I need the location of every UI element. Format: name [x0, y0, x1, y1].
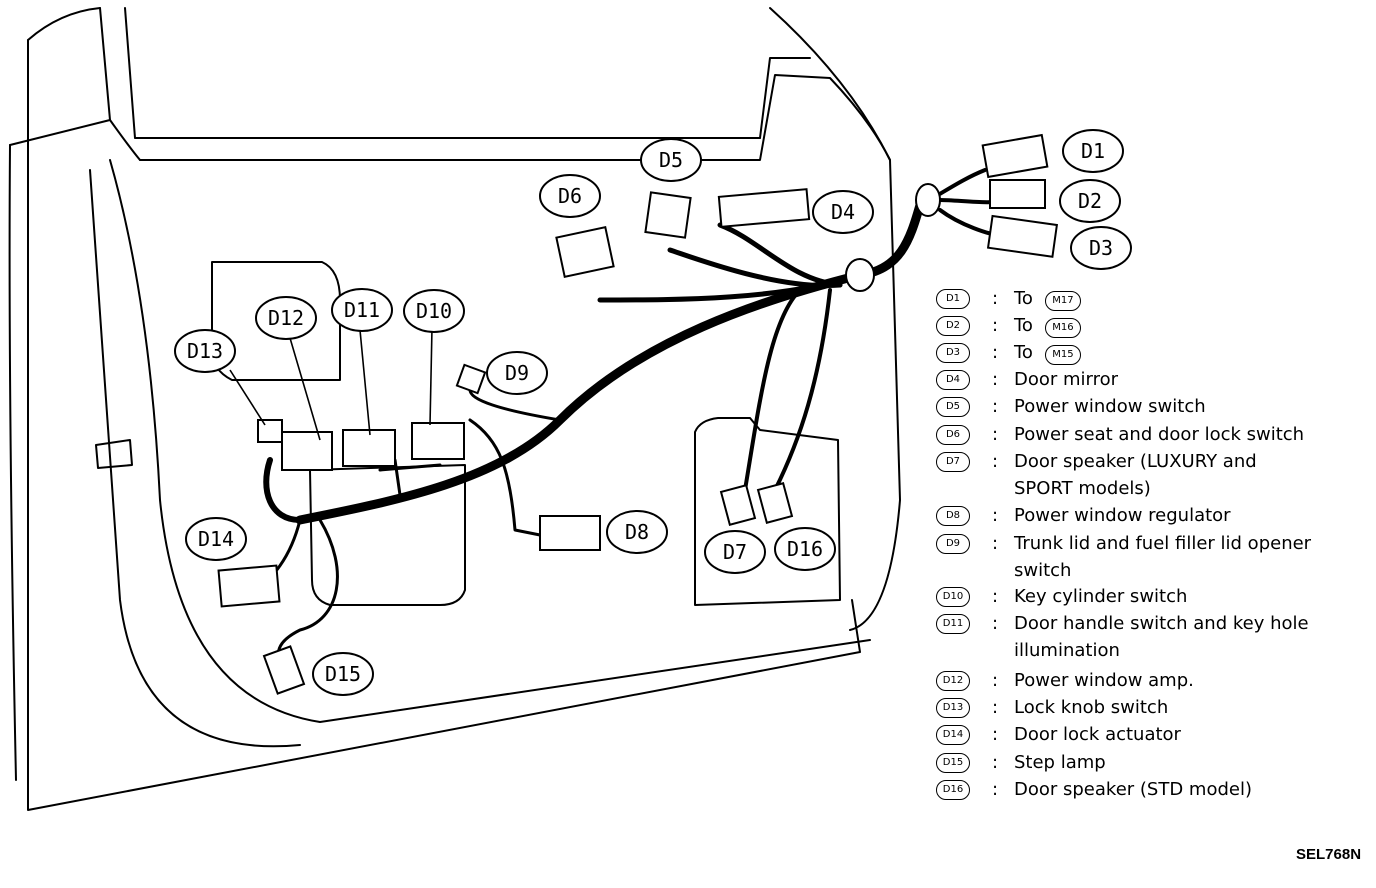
callout-d8: D8	[606, 510, 668, 554]
legend-code: D4	[936, 370, 970, 390]
legend-desc: Power window amp.	[1014, 670, 1194, 691]
callout-d11: D11	[331, 288, 393, 332]
legend-colon: :	[992, 424, 999, 445]
legend-colon: :	[992, 670, 999, 691]
legend-target: M16	[1044, 318, 1081, 338]
legend-colon: :	[992, 396, 999, 417]
callout-d3: D3	[1070, 226, 1132, 270]
legend-desc: Step lamp	[1014, 752, 1106, 773]
callout-d7-text: D7	[723, 540, 747, 564]
legend-code: D1	[936, 289, 970, 309]
legend-desc-cont: illumination	[1014, 640, 1120, 661]
legend-code: D6	[936, 425, 970, 445]
legend-colon: :	[992, 533, 999, 554]
legend-colon: :	[992, 586, 999, 607]
callout-d11-text: D11	[344, 298, 380, 322]
callout-d12-text: D12	[268, 306, 304, 330]
legend-colon: :	[992, 697, 999, 718]
legend-code: D3	[936, 343, 970, 363]
legend-colon: :	[992, 779, 999, 800]
legend-code: D10	[936, 587, 970, 607]
legend-colon: :	[992, 342, 999, 363]
legend-code: D16	[936, 780, 970, 800]
callout-d9-text: D9	[505, 361, 529, 385]
legend-colon: :	[992, 724, 999, 745]
callout-d13: D13	[174, 329, 236, 373]
callout-d6: D6	[539, 174, 601, 218]
legend-desc: Power window regulator	[1014, 505, 1231, 526]
legend-colon: :	[992, 315, 999, 336]
callout-d15: D15	[312, 652, 374, 696]
legend-code: D5	[936, 397, 970, 417]
legend-desc: Key cylinder switch	[1014, 586, 1188, 607]
main-harness	[258, 168, 1012, 667]
legend-code: D15	[936, 753, 970, 773]
legend-target: M17	[1044, 291, 1081, 311]
legend-desc-cont: switch	[1014, 560, 1072, 581]
legend-colon: :	[992, 505, 999, 526]
legend-desc-cont: SPORT models)	[1014, 478, 1151, 499]
legend-text: To	[1014, 342, 1033, 363]
legend-colon: :	[992, 288, 999, 309]
callout-d2-text: D2	[1078, 189, 1102, 213]
callout-d14-text: D14	[198, 527, 234, 551]
callout-d16: D16	[774, 527, 836, 571]
legend-desc: Door mirror	[1014, 369, 1119, 390]
legend-code: D13	[936, 698, 970, 718]
callout-labels: D1 D2 D3 D4 D5 D6 D7 D8 D9 D10 D11 D12 D…	[174, 129, 1132, 696]
callout-d1-text: D1	[1081, 139, 1105, 163]
legend-colon: :	[992, 369, 999, 390]
legend-desc: To M15	[1014, 342, 1081, 365]
legend-desc: Door handle switch and key hole	[1014, 613, 1309, 634]
legend-code: D12	[936, 671, 970, 691]
callout-d2: D2	[1059, 179, 1121, 223]
door-panel-outline	[8, 7, 901, 811]
legend-code: D2	[936, 316, 970, 336]
callout-d1: D1	[1062, 129, 1124, 173]
legend-desc: To M17	[1014, 288, 1081, 311]
legend-code: D8	[936, 506, 970, 526]
callout-d10: D10	[403, 289, 465, 333]
callout-d13-text: D13	[187, 339, 223, 363]
callout-d16-text: D16	[787, 537, 823, 561]
callout-d5-text: D5	[659, 148, 683, 172]
callout-d4-text: D4	[831, 200, 855, 224]
legend-text: To	[1014, 315, 1033, 336]
legend-target: M15	[1044, 345, 1081, 365]
callout-d14: D14	[185, 517, 247, 561]
legend-code: D7	[936, 452, 970, 472]
legend-desc: Power seat and door lock switch	[1014, 424, 1305, 445]
legend-code: D9	[936, 534, 970, 554]
callout-d4: D4	[812, 190, 874, 234]
callout-d3-text: D3	[1089, 236, 1113, 260]
legend-desc: Power window switch	[1014, 396, 1206, 417]
callout-d6-text: D6	[558, 184, 582, 208]
callout-d10-text: D10	[416, 299, 452, 323]
legend-code: D14	[936, 725, 970, 745]
legend-desc: Door speaker (STD model)	[1014, 779, 1252, 800]
callout-d7: D7	[704, 530, 766, 574]
legend-desc: Door speaker (LUXURY and	[1014, 451, 1257, 472]
callout-d12: D12	[255, 296, 317, 340]
figure-code: SEL768N	[1296, 846, 1362, 863]
legend-colon: :	[992, 451, 999, 472]
legend-code: D11	[936, 614, 970, 634]
connector-shapes	[217, 133, 1059, 695]
legend-colon: :	[992, 613, 999, 634]
callout-d5: D5	[640, 138, 702, 182]
legend-desc: Trunk lid and fuel filler lid opener	[1014, 533, 1312, 554]
legend-colon: :	[992, 752, 999, 773]
legend-text: To	[1014, 288, 1033, 309]
callout-d9: D9	[486, 351, 548, 395]
legend-desc: Door lock actuator	[1014, 724, 1181, 745]
callout-d15-text: D15	[325, 662, 361, 686]
callout-d8-text: D8	[625, 520, 649, 544]
legend-desc: Lock knob switch	[1014, 697, 1169, 718]
legend-desc: To M16	[1014, 315, 1081, 338]
